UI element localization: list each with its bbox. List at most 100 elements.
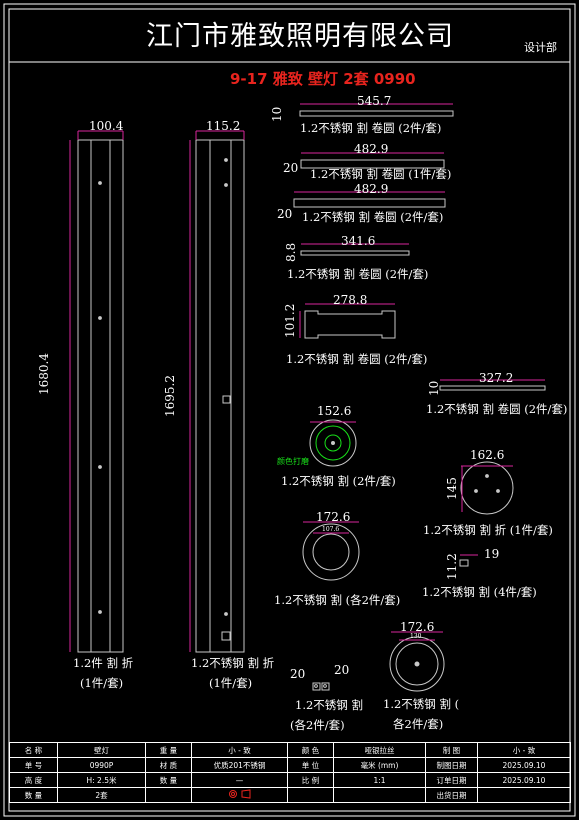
projection-symbol-icon xyxy=(228,789,250,799)
pair-right-dim: 20 xyxy=(334,663,350,677)
pair-left-dim: 20 xyxy=(290,667,306,681)
tb-label: 高 度 xyxy=(9,772,58,788)
strip5-height-dim: 101.2 xyxy=(283,303,297,338)
strip6-height-dim: 10 xyxy=(427,380,441,396)
strip3-height-dim: 20 xyxy=(277,207,293,221)
company-title: 江门市雅致照明有限公司 xyxy=(146,21,454,52)
strip1-height-dim: 10 xyxy=(270,106,284,122)
tb-label: 单 位 xyxy=(287,757,334,773)
small-pair-part xyxy=(312,682,330,691)
tb-label: 数 量 xyxy=(145,772,192,788)
tb-value: 1:1 xyxy=(333,772,426,788)
strip4-width-dim: 341.6 xyxy=(341,234,376,248)
strip-6 xyxy=(439,379,546,391)
long-part-2 xyxy=(189,130,245,653)
long2-label-a: 1.2不锈钢 割 折 xyxy=(191,656,275,670)
circle-part-4 xyxy=(389,631,445,692)
strip6-label: 1.2不锈钢 割 卷圆 (2件/套) xyxy=(426,402,568,416)
circle3-inner-dim: 107.6 xyxy=(322,526,340,533)
circle4-label-a: 1.2不锈钢 割 ( xyxy=(383,697,460,711)
circle-part-3 xyxy=(302,521,360,581)
tb-label: 订单日期 xyxy=(425,772,478,788)
tb-value: — xyxy=(191,772,288,788)
tb-label: 出货日期 xyxy=(425,787,478,803)
long2-height-dim: 1695.2 xyxy=(163,375,177,417)
circle2-height-dim: 145 xyxy=(445,477,459,500)
small-square-label: 1.2不锈钢 割 (4件/套) xyxy=(422,585,537,599)
tb-label: 数 量 xyxy=(9,787,58,803)
tb-value: 毫米 (mm) xyxy=(333,757,426,773)
tb-value: 小 - 致 xyxy=(477,742,571,758)
circle3-dim: 172.6 xyxy=(316,510,351,524)
long1-label-a: 1.2件 割 折 xyxy=(73,656,134,670)
tb-value: 0990P xyxy=(57,757,146,773)
circle1-dim: 152.6 xyxy=(317,404,352,418)
tb-value: 小 - 致 xyxy=(191,742,288,758)
title-block: 名 称 壁灯 重 量 小 - 致 颜 色 哑银拉丝 制 图 小 - 致 单 号 … xyxy=(9,742,571,803)
long1-width-dim: 100.4 xyxy=(89,119,124,133)
circle1-label: 1.2不锈钢 割 (2件/套) xyxy=(281,474,396,488)
tb-label: 制图日期 xyxy=(425,757,478,773)
title-block-row: 高 度 H: 2.5米 数 量 — 比 例 1:1 订单日期 2025.09.1… xyxy=(9,772,571,788)
tb-label: 名 称 xyxy=(9,742,58,758)
strip-5 xyxy=(299,303,396,339)
green-note: 颜色打磨 xyxy=(277,457,309,466)
department-label: 设计部 xyxy=(524,41,557,54)
tb-label: 重 量 xyxy=(145,742,192,758)
long2-label-b: (1件/套) xyxy=(209,676,253,690)
title-block-row: 数 量 2套 出货日期 xyxy=(9,787,571,803)
tb-label xyxy=(145,787,192,803)
strip-1 xyxy=(299,103,454,117)
small-square-width-dim: 19 xyxy=(484,547,500,561)
tb-value xyxy=(477,787,571,803)
tb-label xyxy=(287,787,334,803)
tb-label: 比 例 xyxy=(287,772,334,788)
circle4-label-b: 各2件/套) xyxy=(393,717,444,731)
strip4-label: 1.2不锈钢 割 卷圆 (2件/套) xyxy=(287,267,429,281)
tb-value: 2025.09.10 xyxy=(477,772,571,788)
strip3-label: 1.2不锈钢 割 卷圆 (2件/套) xyxy=(302,210,444,224)
inner-frame xyxy=(8,8,571,812)
strip2-width-dim: 482.9 xyxy=(354,142,389,156)
circle4-inner-dim: 130 xyxy=(410,633,422,640)
pair-label-b: (各2件/套) xyxy=(290,718,345,732)
strip1-label: 1.2不锈钢 割 卷圆 (2件/套) xyxy=(300,121,442,135)
long2-width-dim: 115.2 xyxy=(206,119,241,133)
strip-3 xyxy=(293,191,446,208)
long1-height-dim: 1680.4 xyxy=(37,353,51,395)
strip6-width-dim: 327.2 xyxy=(479,371,514,385)
strip1-width-dim: 545.7 xyxy=(357,94,392,108)
outer-frame xyxy=(3,3,576,817)
pair-label-a: 1.2不锈钢 割 xyxy=(295,698,363,712)
tb-value: 2025.09.10 xyxy=(477,757,571,773)
strip2-label: 1.2不锈钢 割 卷圆 (1件/套) xyxy=(310,167,452,181)
tb-value: 优质201不锈钢 xyxy=(191,757,288,773)
circle2-label: 1.2不锈钢 割 折 (1件/套) xyxy=(423,523,553,537)
tb-label: 颜 色 xyxy=(287,742,334,758)
tb-value: 壁灯 xyxy=(57,742,146,758)
small-square-height-dim: 11.2 xyxy=(445,553,459,580)
title-block-row: 名 称 壁灯 重 量 小 - 致 颜 色 哑银拉丝 制 图 小 - 致 xyxy=(9,742,571,758)
circle-part-1 xyxy=(309,419,357,467)
tb-value: 2套 xyxy=(57,787,146,803)
strip5-label: 1.2不锈钢 割 卷圆 (2件/套) xyxy=(286,352,428,366)
long1-label-b: (1件/套) xyxy=(80,676,124,690)
strip4-height-dim: 8.8 xyxy=(284,242,298,262)
strip3-width-dim: 482.9 xyxy=(354,182,389,196)
strip5-width-dim: 278.8 xyxy=(333,293,368,307)
circle-part-2 xyxy=(460,461,514,515)
circle4-dim: 172.6 xyxy=(400,620,435,634)
tb-value xyxy=(191,787,288,803)
drawing-title: 9-17 雅致 壁灯 2套 0990 xyxy=(230,70,416,88)
long-part-1 xyxy=(69,130,124,653)
tb-label: 单 号 xyxy=(9,757,58,773)
circle2-dim: 162.6 xyxy=(470,448,505,462)
strip-4 xyxy=(300,243,410,256)
title-block-row: 单 号 0990P 材 质 优质201不锈钢 单 位 毫米 (mm) 制图日期 … xyxy=(9,757,571,773)
tb-value: 哑银拉丝 xyxy=(333,742,426,758)
circle3-label: 1.2不锈钢 割 (各2件/套) xyxy=(274,593,401,607)
strip-2 xyxy=(300,152,445,169)
small-square-part xyxy=(459,554,478,567)
tb-label: 材 质 xyxy=(145,757,192,773)
